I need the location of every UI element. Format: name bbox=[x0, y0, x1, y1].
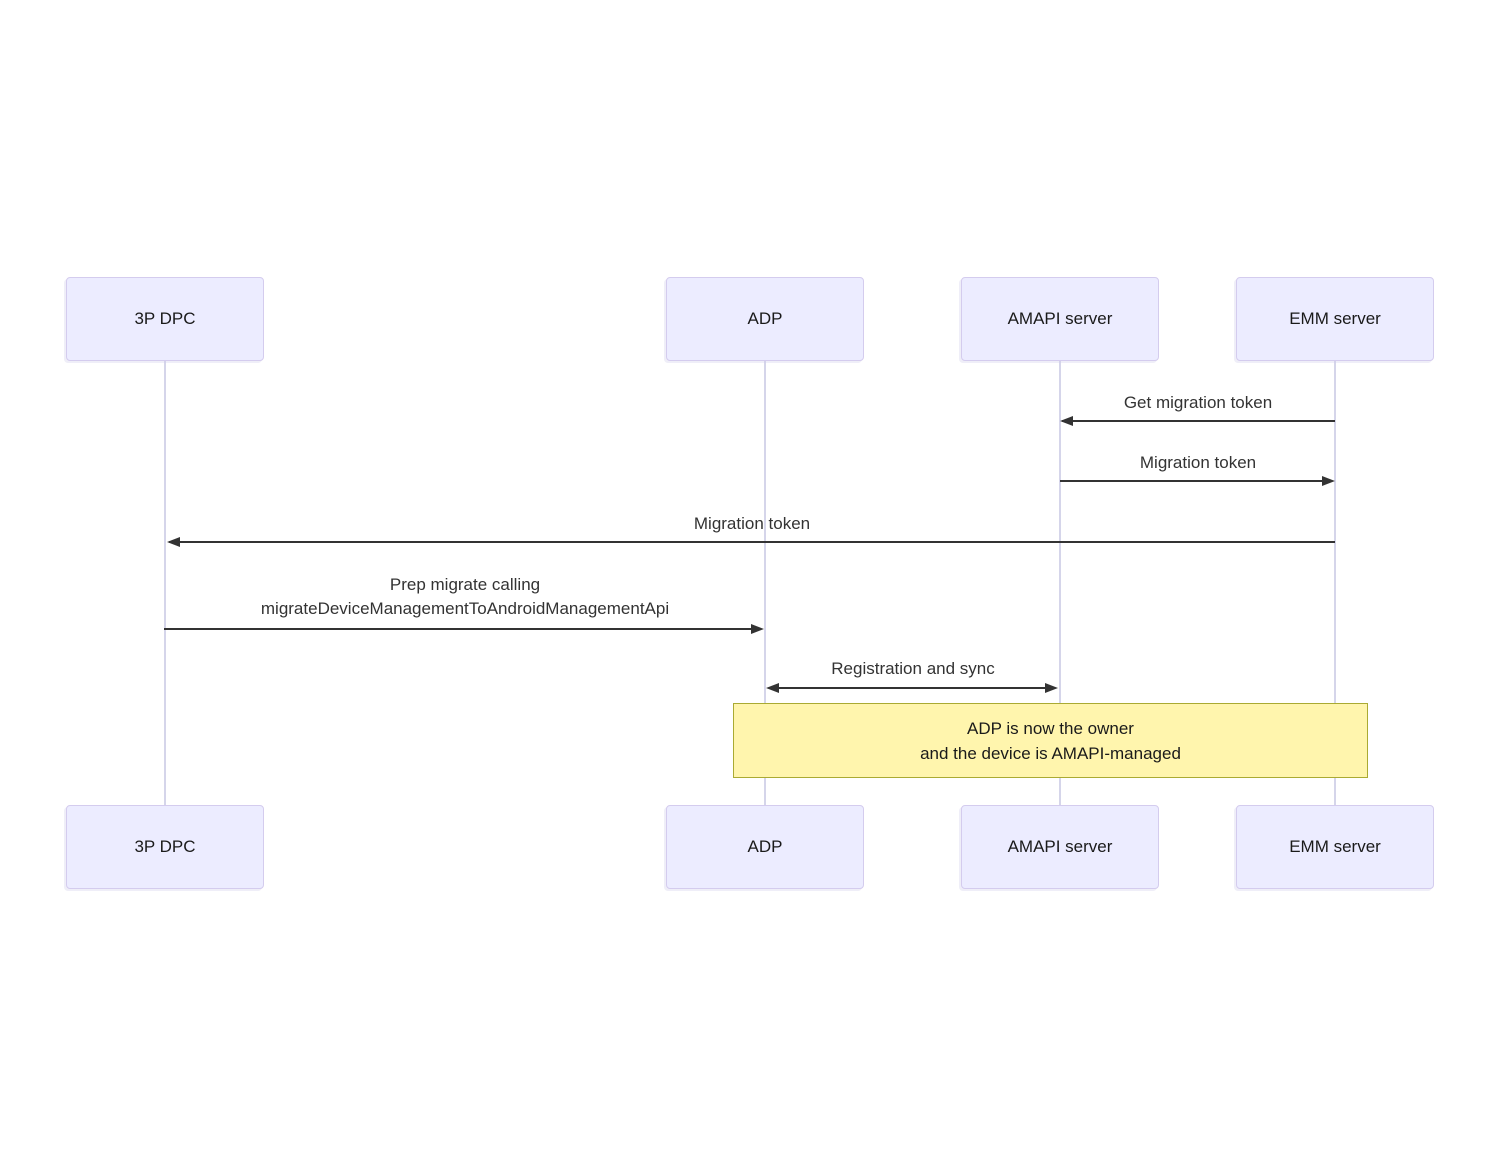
message-arrow-migration-token-to-dpc bbox=[169, 541, 1335, 543]
actor-label: AMAPI server bbox=[1007, 309, 1113, 328]
arrowhead-left-icon bbox=[766, 683, 779, 693]
actor-box-3p-dpc-top: 3P DPC bbox=[66, 277, 264, 361]
actor-box-amapi-server-top: AMAPI server bbox=[961, 277, 1159, 361]
actor-label: 3P DPC bbox=[134, 309, 196, 328]
actor-label: EMM server bbox=[1289, 309, 1381, 328]
message-label-prep-migrate: Prep migrate calling migrateDeviceManage… bbox=[261, 573, 669, 621]
message-label-line2: migrateDeviceManagementToAndroidManageme… bbox=[260, 599, 670, 618]
actor-box-adp-bottom: ADP bbox=[666, 805, 864, 889]
message-label-get-migration-token: Get migration token bbox=[1123, 393, 1273, 412]
message-label-registration-and-sync: Registration and sync bbox=[831, 659, 995, 678]
message-arrow-registration-and-sync bbox=[774, 687, 1050, 689]
actor-label: AMAPI server bbox=[1007, 837, 1113, 856]
actor-label: 3P DPC bbox=[134, 837, 196, 856]
arrowhead-left-icon bbox=[167, 537, 180, 547]
lifeline-adp bbox=[764, 361, 766, 805]
actor-label: ADP bbox=[747, 837, 783, 856]
note-line1: ADP is now the owner bbox=[967, 718, 1134, 738]
actor-box-emm-server-top: EMM server bbox=[1236, 277, 1434, 361]
note-adp-owner: ADP is now the owner and the device is A… bbox=[733, 703, 1368, 778]
message-arrow-get-migration-token bbox=[1062, 420, 1335, 422]
arrowhead-right-icon bbox=[751, 624, 764, 634]
actor-label: ADP bbox=[747, 309, 783, 328]
message-arrow-prep-migrate bbox=[164, 628, 754, 630]
actor-box-amapi-server-bottom: AMAPI server bbox=[961, 805, 1159, 889]
actor-box-3p-dpc-bottom: 3P DPC bbox=[66, 805, 264, 889]
note-line2: and the device is AMAPI-managed bbox=[920, 743, 1181, 763]
message-arrow-migration-token-to-emm bbox=[1060, 480, 1325, 482]
actor-box-adp-top: ADP bbox=[666, 277, 864, 361]
message-label-migration-token-to-emm: Migration token bbox=[1139, 453, 1257, 472]
lifeline-3p-dpc bbox=[164, 361, 166, 805]
arrowhead-left-icon bbox=[1060, 416, 1073, 426]
lifeline-amapi-server bbox=[1059, 361, 1061, 805]
arrowhead-right-icon bbox=[1045, 683, 1058, 693]
actor-label: EMM server bbox=[1289, 837, 1381, 856]
message-label-migration-token-to-dpc: Migration token bbox=[693, 514, 811, 533]
arrowhead-right-icon bbox=[1322, 476, 1335, 486]
message-label-line1: Prep migrate calling bbox=[389, 575, 541, 594]
lifeline-emm-server bbox=[1334, 361, 1336, 805]
actor-box-emm-server-bottom: EMM server bbox=[1236, 805, 1434, 889]
